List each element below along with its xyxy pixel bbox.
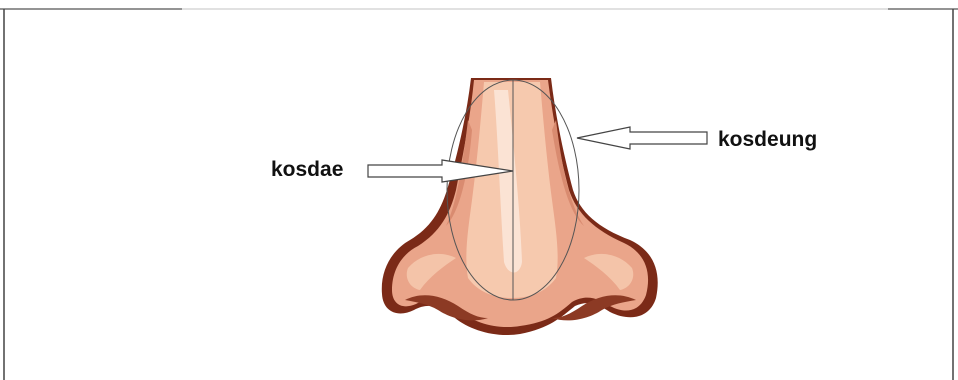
nose-illustration [382, 78, 658, 335]
arrow-left-icon [577, 127, 707, 149]
label-kosdeung: kosdeung [718, 128, 817, 152]
label-kosdae: kosdae [271, 158, 343, 182]
